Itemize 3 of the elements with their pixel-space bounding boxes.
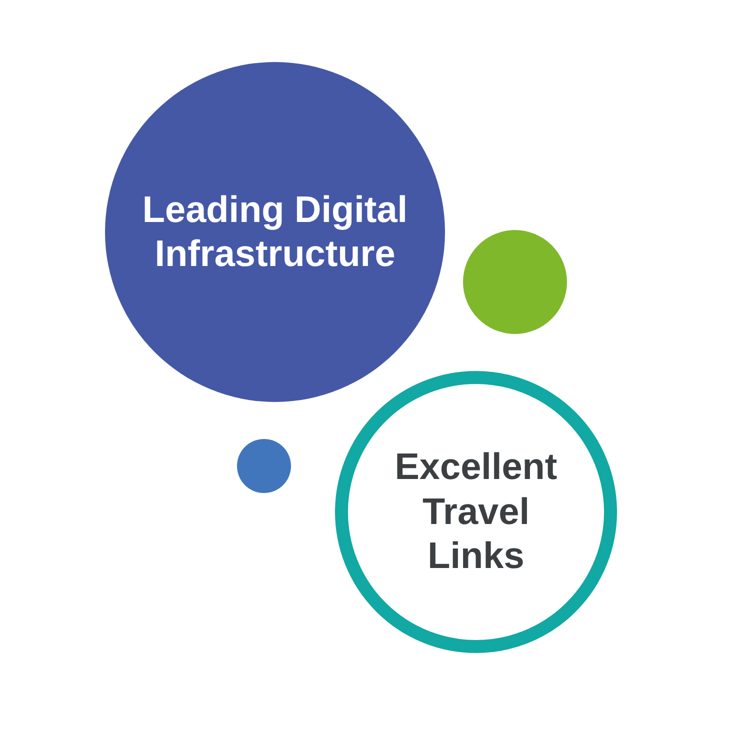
node-label: Leading Digital Infrastructure bbox=[141, 188, 409, 276]
node-label: Excellent Travel Links bbox=[394, 445, 558, 578]
circle-node bbox=[237, 439, 291, 493]
